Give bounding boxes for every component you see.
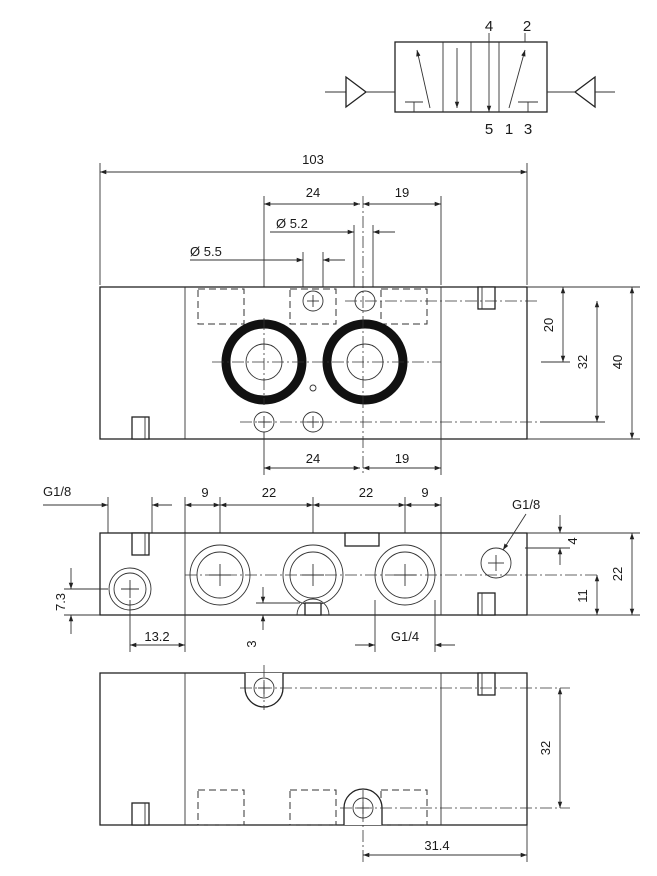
pneumatic-symbol: 4 2 5 1 3 xyxy=(325,18,615,138)
port-label-3: 3 xyxy=(524,121,532,138)
bottom-clip-bottom-left xyxy=(131,802,150,826)
dim-depth-3: 3 xyxy=(244,640,259,647)
dim-upper-24: 24 xyxy=(306,185,320,200)
port-label-5: 5 xyxy=(485,121,493,138)
dim-lower-24: 24 xyxy=(306,451,320,466)
actuator-right-triangle xyxy=(573,75,596,109)
dim-height-4: 4 xyxy=(565,537,580,544)
dim-upper-19: 19 xyxy=(395,185,409,200)
dim-width-13-2: 13.2 xyxy=(144,629,169,644)
bottom-clip-top-right xyxy=(477,672,496,696)
clip-top-right xyxy=(477,286,496,310)
hole-top-left xyxy=(302,290,324,312)
dim-lower-19: 19 xyxy=(395,451,409,466)
dim-bottom-height-32: 32 xyxy=(538,741,553,755)
dim-height-11: 11 xyxy=(575,589,590,603)
dim-thread-right: G1/8 xyxy=(512,497,540,512)
dim-pitch-22-b: 22 xyxy=(359,485,373,500)
front-view-body xyxy=(99,532,528,616)
bottom-view: 32 31.4 xyxy=(99,665,570,862)
front-port-right xyxy=(480,547,512,579)
top-view-body xyxy=(99,286,528,440)
dim-port-thread: G1/4 xyxy=(391,629,419,644)
bottom-view-body xyxy=(99,672,528,826)
dim-pitch-9-left: 9 xyxy=(201,485,208,500)
dim-height-40: 40 xyxy=(610,355,625,369)
front-clip-bottom-right xyxy=(477,592,496,616)
actuator-left-triangle xyxy=(345,75,368,109)
top-view: 103 24 19 Ø 5.2 Ø 5.5 xyxy=(99,152,640,475)
dim-height-32: 32 xyxy=(575,355,590,369)
front-view: G1/8 9 22 22 9 xyxy=(43,484,640,652)
dim-hole-large: Ø 5.5 xyxy=(190,244,222,259)
bottom-mount-hole-top xyxy=(253,677,275,699)
dim-bottom-width-31-4: 31.4 xyxy=(424,838,449,853)
port-label-2: 2 xyxy=(523,18,531,35)
front-clip-top-left xyxy=(131,532,150,556)
dim-pitch-22-a: 22 xyxy=(262,485,276,500)
clip-bottom-left xyxy=(131,416,150,440)
dim-thread-left: G1/8 xyxy=(43,484,71,499)
dim-pitch-9-right: 9 xyxy=(421,485,428,500)
port-label-1: 1 xyxy=(505,121,513,138)
dim-height-7-3: 7.3 xyxy=(53,593,68,611)
dim-hole-small: Ø 5.2 xyxy=(276,216,308,231)
dim-overall-length: 103 xyxy=(302,152,324,167)
dim-height-22: 22 xyxy=(610,567,625,581)
dim-height-20: 20 xyxy=(541,318,556,332)
port-label-4: 4 xyxy=(485,18,493,35)
